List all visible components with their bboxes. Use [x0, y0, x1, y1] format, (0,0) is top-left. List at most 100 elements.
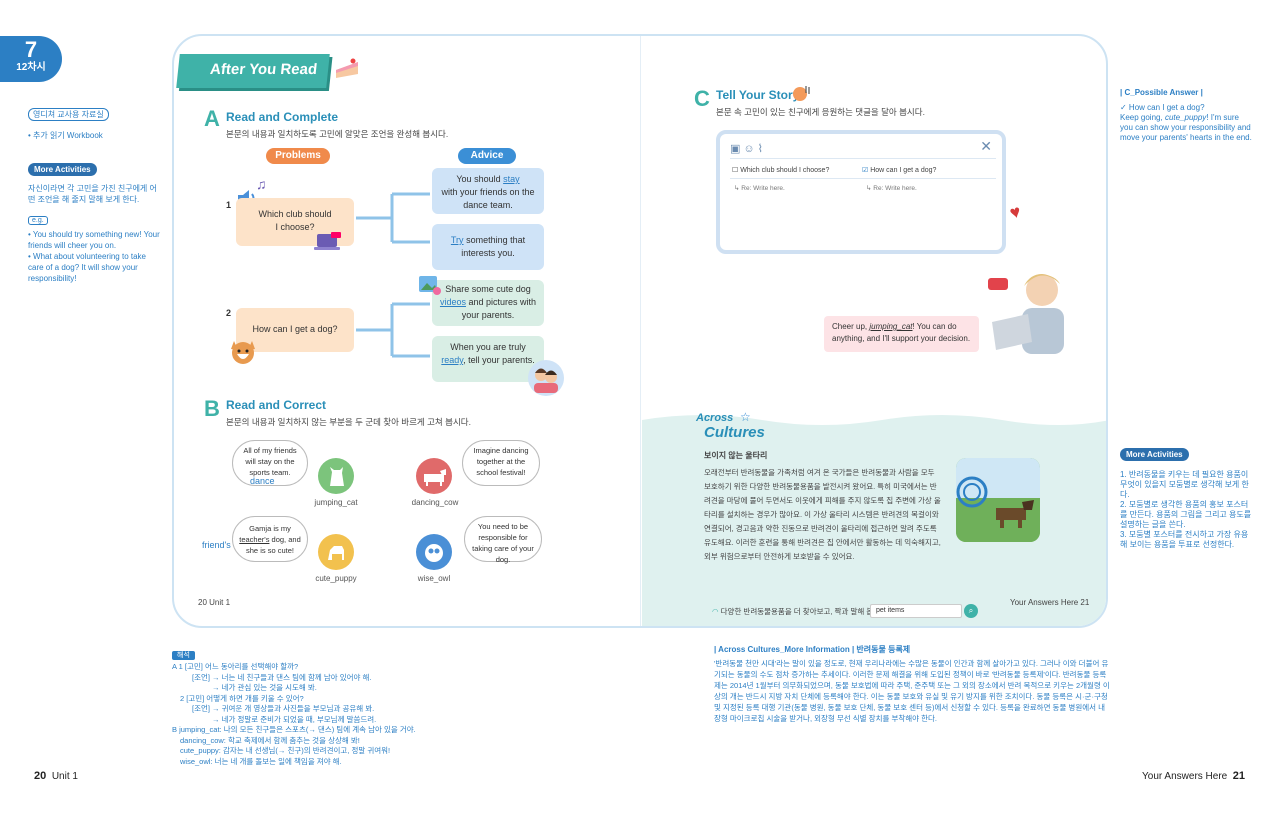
bubble-dancing-cow: Imagine dancing together at the school f…	[462, 440, 540, 486]
tr-line-8: dancing_cow: 학교 축제에서 함께 춤추는 것을 상상해 봐!	[180, 735, 360, 745]
bubble-wise-owl: You need to be responsible for taking ca…	[464, 516, 542, 564]
section-c-subtitle: 본문 속 고민이 있는 친구에게 응원하는 댓글을 달아 봅시다.	[716, 107, 925, 117]
bubble-jumping-cat: All of my friends will stay on the sport…	[232, 440, 308, 486]
problem-1-number: 1	[226, 200, 232, 210]
culture-text: 오래전부터 반려동물을 가족처럼 여겨 온 국가들은 반려동물과 사람을 모두 …	[704, 468, 941, 561]
dog-fence-photo	[956, 458, 1040, 542]
advice-2-post: something that interests you.	[461, 235, 526, 258]
reply-1[interactable]: ↳ Re: Write here.	[734, 185, 785, 192]
advice-3-post: and pictures with your parents.	[461, 297, 537, 320]
bottom-right-num: 21	[1232, 770, 1246, 782]
search-label: 다양한 반려동물용품을 더 찾아보고, 짝과 말해 봅시다.	[720, 607, 890, 616]
book-spread: After You Read A Read and Complete 본문의 내…	[172, 34, 1108, 628]
more-info-text: '반려동물 천만 시대'라는 말이 있을 정도로, 현재 우리나라에는 수많은 …	[714, 659, 1110, 723]
right-more-3: 3. 모둠별 포스터를 전시하고 가장 유용해 보이는 용품을 투표로 선정한다…	[1120, 530, 1249, 549]
reply-2-text: Re: Write here.	[873, 185, 917, 192]
culture-subtitle: 보이지 않는 울타리	[704, 451, 768, 460]
cat-icon	[318, 458, 354, 494]
b3-pre: Gamja is my	[249, 524, 291, 533]
tr-line-9: cute_puppy: 감자는 내 선생님(→ 친구)의 반려견이고, 정말 귀…	[180, 746, 391, 755]
advice-1-pre: You should	[456, 174, 501, 184]
after-you-read-banner: After You Read	[176, 54, 330, 88]
music-note-icon: ♫	[256, 176, 267, 192]
right-page-number: Your Answers Here 21	[1010, 598, 1090, 607]
cheer-name: jumping_cat	[869, 322, 913, 331]
wifi-icon: ◠	[712, 607, 719, 616]
tr-line-10: wise_owl: 너는 네 개를 돌보는 일에 책임을 져야 해.	[180, 756, 342, 766]
eg-tag: e.g.	[28, 216, 48, 225]
more-activities-pill: More Activities	[28, 163, 97, 176]
family-icon	[528, 360, 564, 396]
cheer-pre: Cheer up,	[832, 322, 870, 331]
search-input[interactable]: pet items	[870, 604, 962, 618]
b3-post: dog, and she is so cute!	[246, 535, 301, 555]
cake-icon	[334, 56, 360, 80]
section-b-subtitle: 본문의 내용과 일치하지 않는 부분을 두 군데 찾아 바르게 고쳐 봅시다.	[226, 417, 471, 427]
advice-2-answer: Try	[450, 235, 464, 245]
problem-2-number: 2	[226, 308, 232, 318]
left-page-number: 20 Unit 1	[198, 598, 231, 607]
option-2-label: How can I get a dog?	[870, 167, 937, 174]
advice-1-answer: stay	[503, 174, 520, 184]
unit-number: 7	[24, 37, 38, 62]
possible-answer-line-1: ✓ How can I get a dog?	[1120, 103, 1205, 112]
sticker-icon[interactable]: ☺	[743, 143, 758, 155]
advice-4-answer: ready	[441, 355, 464, 365]
pa-pre: Keep going,	[1120, 113, 1165, 122]
laptop-icon	[314, 232, 342, 252]
close-icon[interactable]: ✕	[980, 138, 992, 154]
options-divider	[730, 178, 996, 179]
search-icon: ⌕	[968, 606, 974, 615]
advice-3-answer: videos	[439, 297, 466, 307]
bottom-left-unit: Unit 1	[51, 771, 78, 782]
section-c-title: Tell Your Story	[716, 88, 800, 102]
tr-line-7: B jumping_cat: 나의 모든 친구들은 스포츠(→ 댄스) 팀에 계…	[172, 725, 416, 734]
b3-underlined: teacher's	[239, 535, 270, 544]
option-1[interactable]: ☐ Which club should I choose?	[732, 167, 830, 174]
emoji-icon	[792, 84, 812, 102]
tr-line-5: [조언] → 귀여운 개 영상들과 사진들을 부모님과 공유해 봐.	[192, 704, 375, 713]
owl-icon	[416, 534, 452, 570]
section-b-letter: B	[204, 396, 220, 421]
pa-post: ! I'm sure you can show your responsibil…	[1120, 113, 1252, 142]
page-divider	[640, 36, 641, 626]
option-2[interactable]: ☑ How can I get a dog?	[862, 167, 937, 174]
bottom-right-label: Your Answers Here	[1142, 771, 1228, 782]
bottom-left-page: 20 Unit 1	[34, 770, 78, 782]
name-wise-owl: wise_owl	[417, 574, 451, 583]
translation-tag: 해석	[172, 644, 195, 662]
tr-line-2: [조언] → 너는 네 친구들과 댄스 팀에 함께 남아 있어야 해.	[192, 672, 372, 682]
advice-2-box: Try something that interests you.	[432, 224, 544, 270]
correction-friends: friend's	[202, 540, 231, 550]
translation-block: A 1 [고민] 어느 동아리를 선택해야 할까? [조언] → 너는 네 친구…	[172, 662, 652, 767]
pa-name: cute_puppy	[1164, 113, 1207, 122]
more-info-title: | Across Cultures_More Information | 반려동…	[714, 645, 911, 654]
problem-2-box: How can I get a dog?	[236, 308, 354, 352]
tr-line-4: 2 [고민] 어떻게 하면 개를 키울 수 있어?	[180, 693, 304, 703]
tr-line-3: → 네가 관심 있는 것을 시도해 봐.	[212, 683, 317, 692]
section-b-title: Read and Correct	[226, 398, 327, 412]
puppy-icon	[318, 534, 354, 570]
toolbar-divider	[730, 158, 996, 159]
section-a-subtitle: 본문의 내용과 일치하도록 고민에 알맞은 조언을 완성해 봅시다.	[226, 129, 449, 139]
comment-panel: ▣☺⌇ ✕ ☐ Which club should I choose? ☑ Ho…	[716, 130, 1006, 254]
bottom-right-page: Your Answers Here 21	[1142, 770, 1245, 782]
advice-3-pre: Share some cute dog	[445, 284, 531, 294]
attach-icon[interactable]: ⌇	[757, 143, 767, 155]
name-cute-puppy: cute_puppy	[315, 574, 357, 583]
search-button[interactable]: ⌕	[964, 604, 978, 618]
image-icon[interactable]: ▣	[730, 143, 744, 155]
reply-2[interactable]: ↳ Re: Write here.	[866, 185, 917, 192]
lesson-label: 12차시	[16, 62, 46, 73]
corgi-icon	[228, 336, 258, 366]
eg-item-2: • What about volunteering to take care o…	[28, 252, 146, 283]
teacher-resource-tag: 영디쳐 교사용 자료실	[28, 108, 109, 121]
bubble-cute-puppy: Gamja is my teacher's dog, and she is so…	[232, 516, 308, 562]
advice-3-box: Share some cute dog videos and pictures …	[432, 280, 544, 326]
advice-label: Advice	[458, 148, 516, 164]
right-more-2: 2. 모둠별로 생각한 용품의 홍보 포스터를 만든다. 용품의 그림을 그리고…	[1120, 500, 1252, 529]
left-margin: 영디쳐 교사용 자료실 • 추가 읽기 Workbook More Activi…	[28, 104, 162, 284]
tr-line-1: A 1 [고민] 어느 동아리를 선택해야 할까?	[172, 662, 299, 671]
bottom-left-num: 20	[34, 770, 47, 782]
section-a-title: Read and Complete	[226, 110, 339, 124]
